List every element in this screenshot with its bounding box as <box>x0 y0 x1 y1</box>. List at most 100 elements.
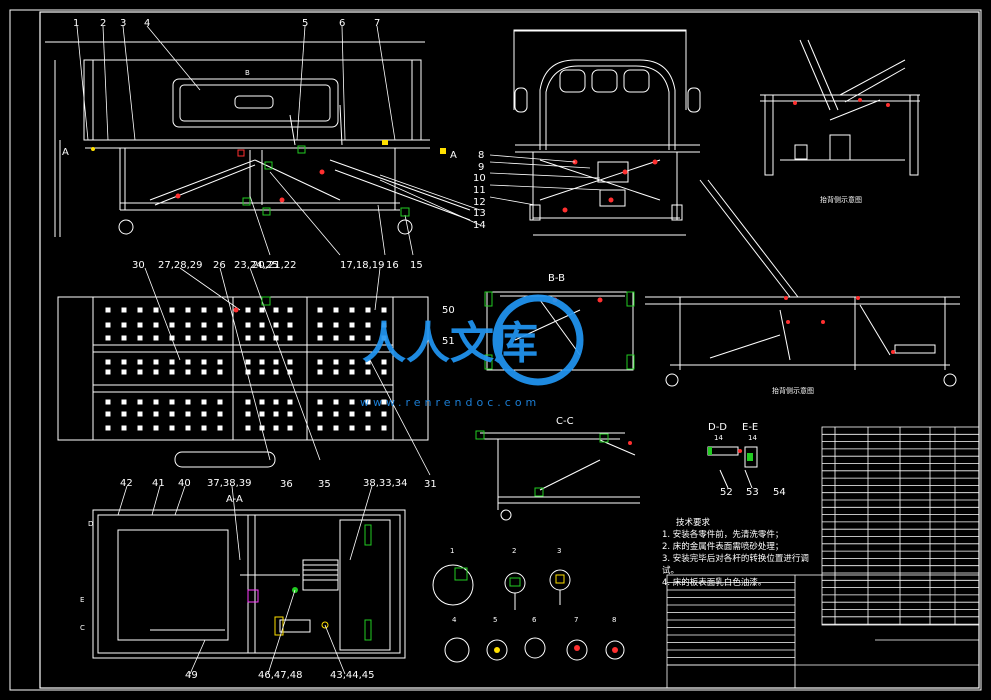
plan-hole <box>121 322 127 328</box>
title-block <box>666 574 980 689</box>
callout-d-14: 14 <box>714 434 723 442</box>
plan-hole <box>287 322 293 328</box>
callout-16: 16 <box>386 260 399 271</box>
plan-hole <box>259 322 265 328</box>
plan-hole <box>201 322 207 328</box>
plan-hole <box>273 322 279 328</box>
plan-hole <box>287 307 293 313</box>
callout-42: 42 <box>120 478 133 489</box>
plan-hole <box>105 359 111 365</box>
callout-51: 51 <box>442 336 455 347</box>
plan-hole <box>287 411 293 417</box>
section-a-a <box>92 509 406 659</box>
part-number-3: 3 <box>120 18 126 29</box>
plan-hole <box>217 335 223 341</box>
plan-hole <box>201 369 207 375</box>
plan-hole <box>217 307 223 313</box>
callout-46-47-48: 46,47,48 <box>258 670 303 681</box>
plan-hole <box>169 359 175 365</box>
plan-hole <box>137 307 143 313</box>
plan-hole <box>153 307 159 313</box>
plan-hole <box>137 369 143 375</box>
callout-37-38-39: 37,38,39 <box>207 478 252 489</box>
backrest-lift-joints <box>784 296 895 354</box>
plan-hole <box>201 335 207 341</box>
plan-hole <box>273 399 279 405</box>
plan-hole <box>333 335 339 341</box>
plan-hole <box>185 411 191 417</box>
label-section-mark-b: B <box>245 69 250 77</box>
plan-hole <box>201 399 207 405</box>
detail-number-3: 3 <box>557 547 561 555</box>
plan-hole <box>365 369 371 375</box>
plan-hole <box>105 322 111 328</box>
label-section-mark-e: E <box>80 596 84 604</box>
plan-hole <box>245 399 251 405</box>
plan-hole <box>185 425 191 431</box>
notes-title: 技术要求 <box>676 517 711 528</box>
plan-hole <box>349 399 355 405</box>
plan-hole <box>153 399 159 405</box>
label-section-e-e: E-E <box>742 422 758 433</box>
plan-hole <box>349 307 355 313</box>
plan-hole <box>349 425 355 431</box>
plan-hole <box>185 399 191 405</box>
section-a-a-leaders <box>117 485 373 675</box>
plan-hole <box>217 425 223 431</box>
plan-hole <box>317 425 323 431</box>
section-c-c <box>480 432 640 521</box>
plan-hole <box>121 307 127 313</box>
plan-hole <box>201 411 207 417</box>
plan-hole <box>217 359 223 365</box>
plan-hole <box>349 359 355 365</box>
note-line-2: 2. 床的金属件表面需喷砂处理； <box>662 541 783 552</box>
plan-hole <box>105 369 111 375</box>
part-number-12: 12 <box>473 197 486 208</box>
plan-hole <box>273 425 279 431</box>
callout-e-14: 14 <box>748 434 757 442</box>
plan-hole <box>185 322 191 328</box>
callout-36: 36 <box>280 479 293 490</box>
note-line-3: 3. 安装完毕后对各杆的转换位置进行调 <box>662 553 809 564</box>
plan-hole <box>121 411 127 417</box>
plan-hole <box>317 411 323 417</box>
plan-hole <box>287 369 293 375</box>
watermark-url: www.renrendoc.com <box>360 396 540 409</box>
plan-hole <box>245 307 251 313</box>
plan-hole <box>121 369 127 375</box>
callout-54: 54 <box>773 487 786 498</box>
plan-hole <box>365 399 371 405</box>
part-number-6: 6 <box>339 18 345 29</box>
plan-hole <box>259 359 265 365</box>
plan-hole <box>333 369 339 375</box>
plan-hole <box>153 322 159 328</box>
part-number-7: 7 <box>374 18 380 29</box>
label-section-c-c: C-C <box>556 416 574 427</box>
plan-hole <box>185 359 191 365</box>
callout-43-44-45: 43,44,45 <box>330 670 375 681</box>
plan-hole <box>137 322 143 328</box>
plan-hole <box>245 411 251 417</box>
details-d-e-marks <box>708 447 753 461</box>
plan-hole <box>333 425 339 431</box>
plan-view <box>57 296 429 468</box>
part-number-14: 14 <box>473 220 486 231</box>
plan-hole <box>365 425 371 431</box>
plan-hole <box>105 307 111 313</box>
view-title-backrest: 抬背侧示意图 <box>772 386 814 395</box>
front-view-joints <box>91 140 446 217</box>
plan-hole <box>349 369 355 375</box>
side-view-leaders <box>379 154 606 226</box>
callout-31: 31 <box>424 479 437 490</box>
plan-hole <box>317 369 323 375</box>
plan-hole <box>245 335 251 341</box>
label-section-mark-a-left: A <box>62 147 69 158</box>
plan-hole <box>381 335 387 341</box>
part-number-8: 8 <box>478 150 484 161</box>
part-number-2: 2 <box>100 18 106 29</box>
front-view <box>45 41 471 237</box>
plan-hole <box>121 359 127 365</box>
drawing-outer-border <box>9 9 982 691</box>
plan-hole <box>365 359 371 365</box>
plan-hole <box>201 359 207 365</box>
